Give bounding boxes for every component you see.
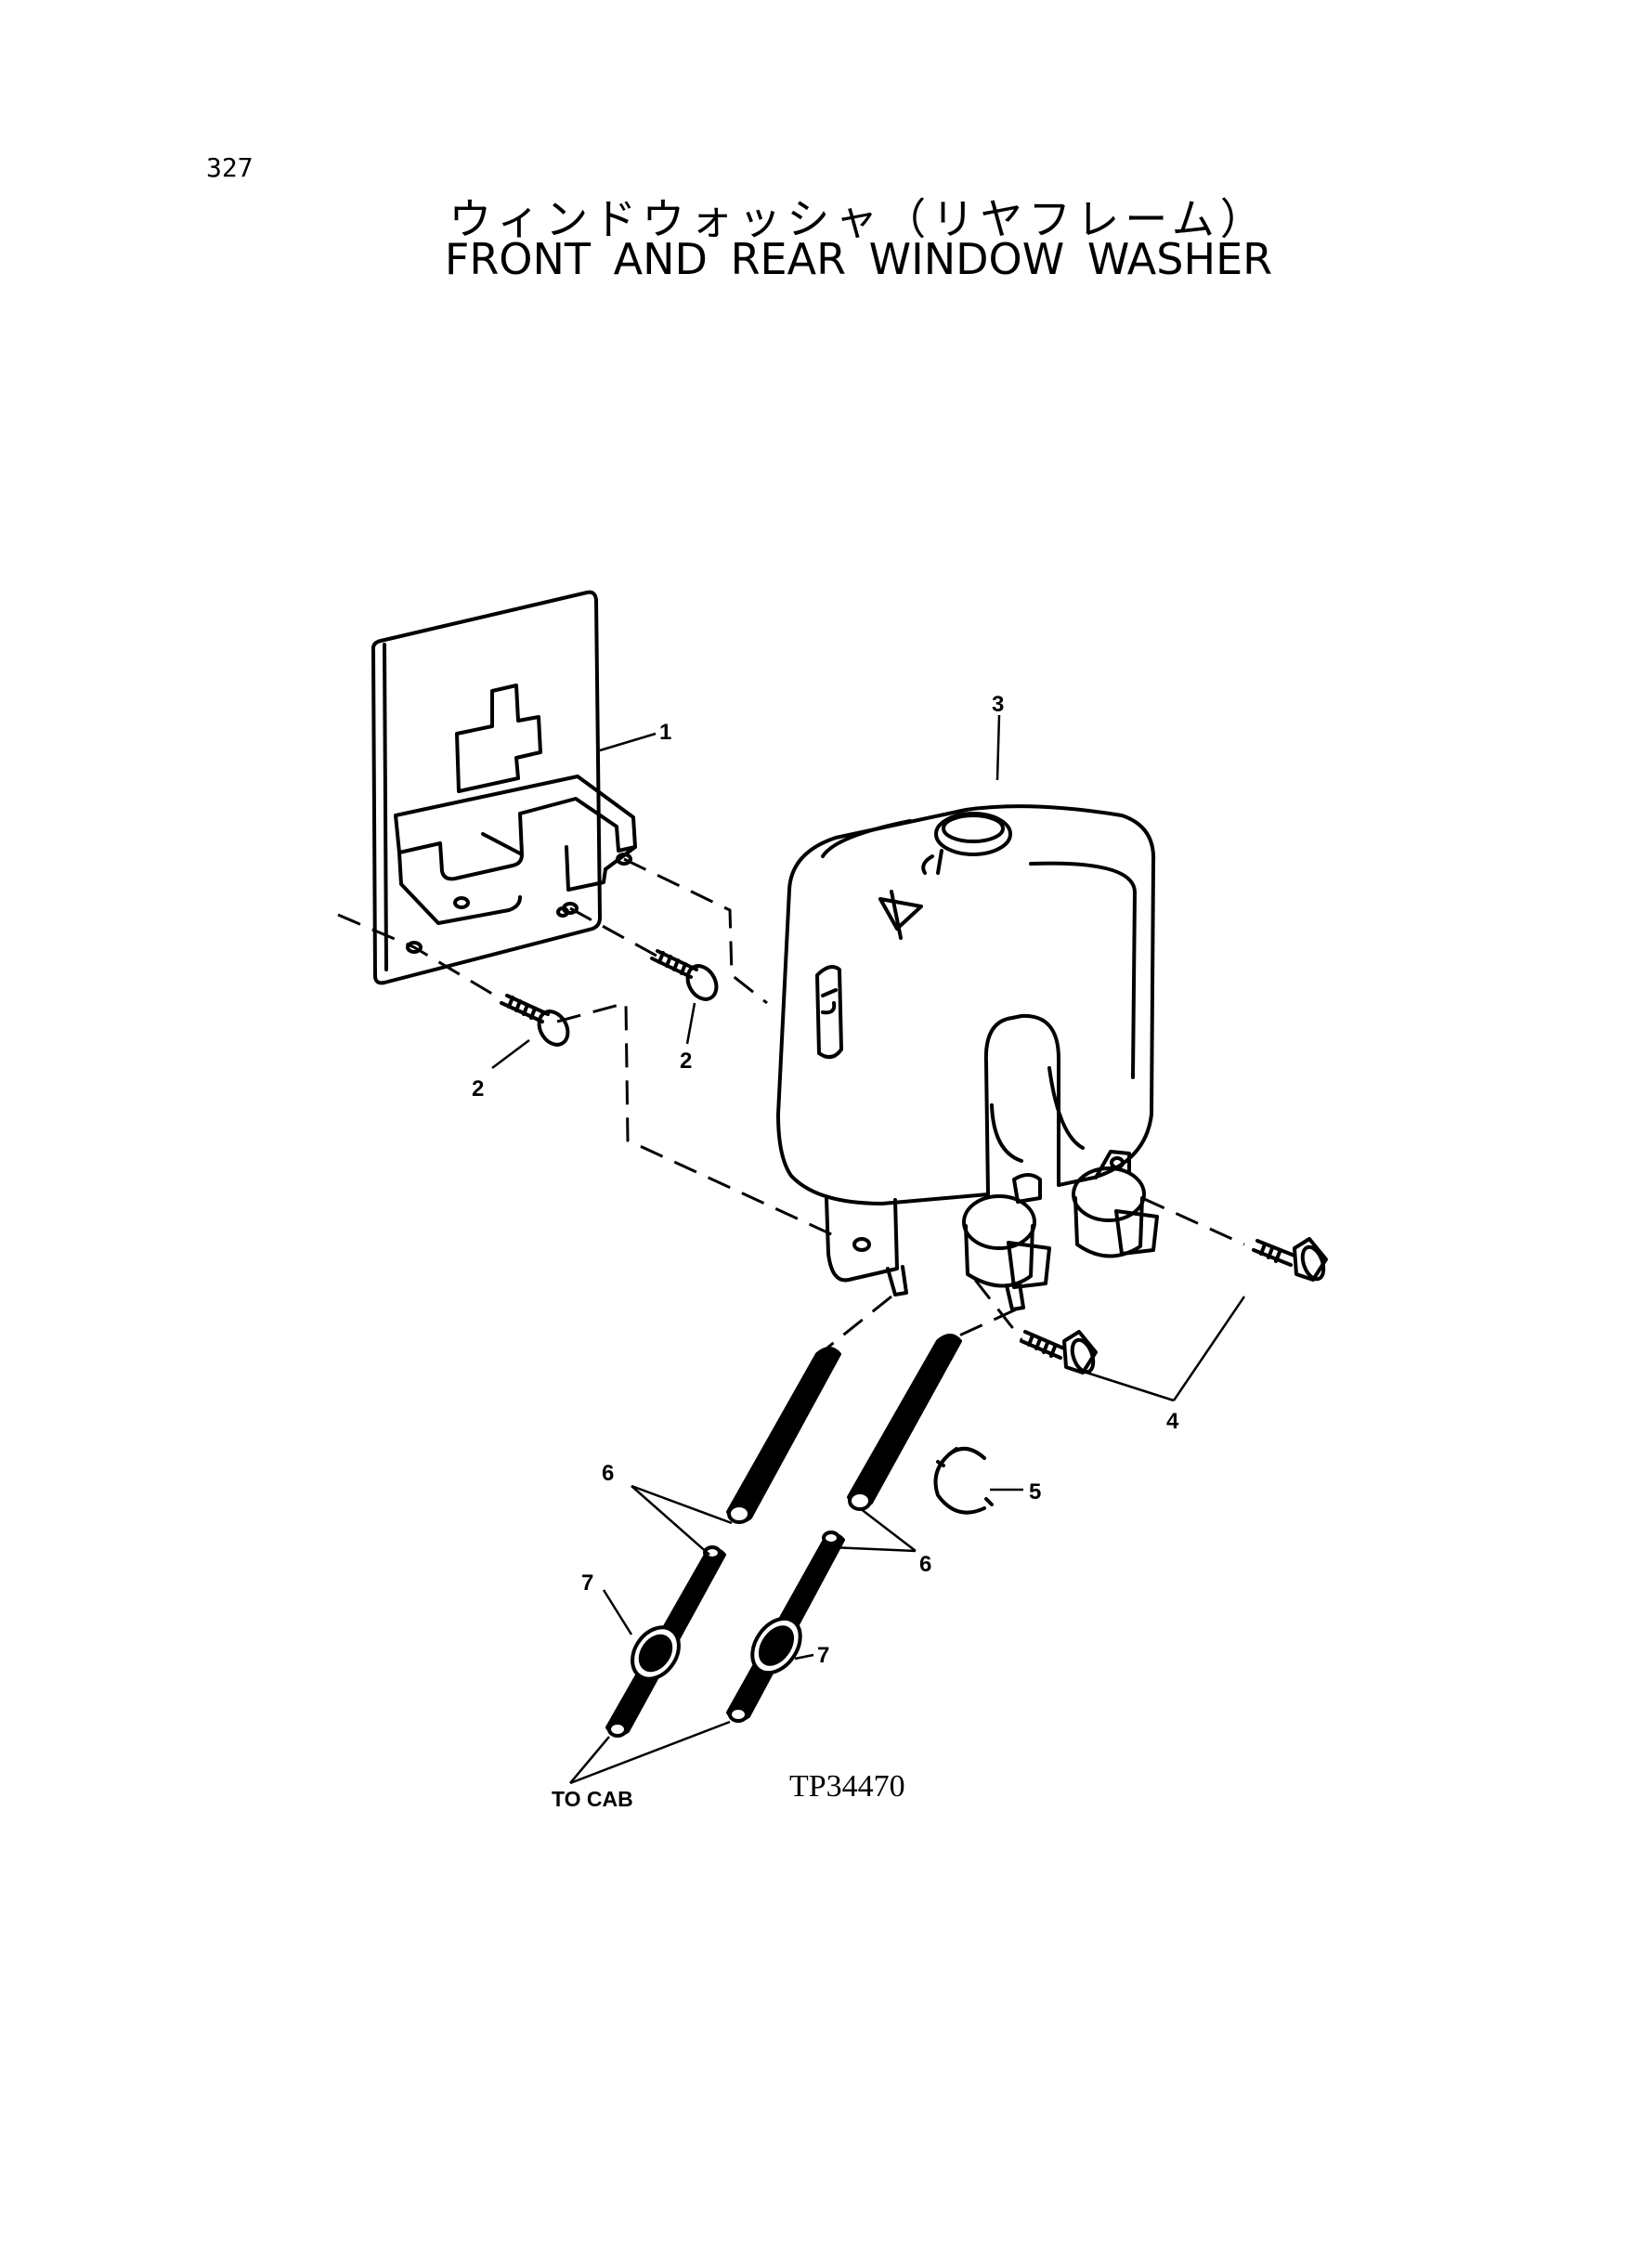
hose-clip bbox=[933, 1447, 994, 1515]
callout-hose-right: 6 bbox=[919, 1552, 931, 1577]
bracket-bolt-left bbox=[500, 994, 570, 1047]
figure-reference: TP34470 bbox=[789, 1769, 905, 1804]
callout-grommet-left: 7 bbox=[581, 1570, 593, 1596]
callout-bracket: 1 bbox=[659, 720, 671, 745]
callout-bolt-right: 2 bbox=[680, 1049, 692, 1074]
page-title-japanese: ウィンドウォッシャ（リヤフレーム） bbox=[449, 194, 1268, 244]
assembly-dashed-lines bbox=[337, 857, 1245, 1350]
callout-bolt-left: 2 bbox=[472, 1076, 484, 1101]
washer-tank bbox=[776, 804, 1159, 1311]
leader-lines bbox=[491, 714, 1246, 1785]
hose-upper-left bbox=[726, 1347, 841, 1524]
page-number: 327 bbox=[206, 152, 254, 183]
grommet-left bbox=[631, 1625, 681, 1681]
callout-clip: 5 bbox=[1029, 1479, 1041, 1505]
callout-tank-bolts: 4 bbox=[1166, 1409, 1179, 1434]
to-cab-label: TO CAB bbox=[552, 1787, 633, 1811]
grommet-right bbox=[750, 1616, 802, 1675]
callout-tank: 3 bbox=[992, 692, 1004, 717]
page-title-english: FRONT AND REAR WINDOW WASHER bbox=[444, 234, 1273, 284]
callout-grommet-right: 7 bbox=[817, 1643, 829, 1668]
callout-hose-left: 6 bbox=[602, 1461, 614, 1486]
mounting-bracket bbox=[371, 590, 637, 985]
tank-bolt-lower bbox=[1020, 1330, 1098, 1375]
bracket-bolt-right bbox=[650, 949, 719, 1001]
tank-bolt-upper bbox=[1252, 1237, 1328, 1282]
hose-upper-right bbox=[847, 1334, 962, 1511]
